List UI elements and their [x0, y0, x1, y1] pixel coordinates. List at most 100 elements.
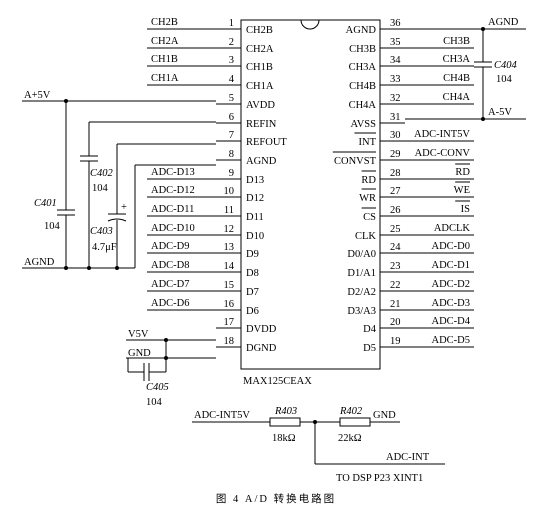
pin-number: 7 [229, 130, 234, 141]
pin-name: CH4A [349, 100, 377, 111]
analog-supply-network: A+5V AGND C401 104 C402 104 + C403 [22, 90, 216, 270]
pin-number: 34 [390, 55, 401, 66]
pin-number: 28 [390, 168, 401, 179]
c404-value: 104 [496, 74, 513, 85]
pin-number: 29 [390, 149, 401, 160]
net-label: ADC-D1 [432, 260, 471, 271]
net-label: CH1B [151, 54, 178, 65]
net-label: ADC-D8 [151, 260, 190, 271]
pin-name: D6 [246, 306, 259, 317]
pin-name: RD [361, 175, 376, 186]
net-label: ADCLK [434, 223, 471, 234]
pin-number: 6 [229, 112, 234, 123]
c404-ref: C404 [494, 60, 518, 71]
r403-value: 18kΩ [272, 433, 296, 444]
divider-ground-label: GND [373, 410, 396, 421]
pin-number: 2 [229, 37, 234, 48]
pin-name: CH1B [246, 62, 273, 73]
gnd-label: GND [128, 348, 151, 359]
r402-value: 22kΩ [338, 433, 362, 444]
c401-value: 104 [44, 221, 61, 232]
pin-number: 8 [229, 149, 234, 160]
pin-name: DGND [246, 343, 277, 354]
pin-name: CH2B [246, 25, 273, 36]
v5v-label: V5V [128, 329, 149, 340]
pin-name: D13 [246, 175, 264, 186]
r402-ref: R402 [339, 406, 363, 417]
interrupt-divider: ADC-INT5V GND R403 18kΩ R402 22kΩ ADC-IN… [192, 406, 445, 484]
pin-number: 15 [224, 280, 235, 291]
pin-name: WR [359, 193, 376, 204]
pin-name: D4 [363, 324, 377, 335]
avss-net-label: A-5V [488, 107, 512, 118]
net-label: ADC-D6 [151, 298, 190, 309]
net-label: ADC-D4 [432, 316, 471, 327]
divider-destination-label: TO DSP P23 XINT1 [336, 473, 423, 484]
pin-number: 33 [390, 74, 401, 85]
net-label: CH2A [151, 36, 179, 47]
pin-name: D3/A3 [347, 306, 376, 317]
net-label: CH4B [443, 73, 470, 84]
net-label: CH3B [443, 36, 470, 47]
pin-number: 1 [229, 18, 234, 29]
c403-value: 4.7μF [92, 242, 117, 253]
pin-number: 27 [390, 186, 401, 197]
pin-name: D12 [246, 193, 264, 204]
pin-number: 14 [224, 261, 235, 272]
net-label: RD [455, 167, 470, 178]
pin-name: CH3B [349, 44, 376, 55]
pin-number: 10 [224, 186, 235, 197]
pin-name: D8 [246, 268, 259, 279]
divider-input-label: ADC-INT5V [194, 410, 250, 421]
pin-name: CH1A [246, 81, 274, 92]
digital-supply-network: V5V GND C405 104 [126, 329, 216, 408]
c403-ref: C403 [90, 226, 113, 237]
right-supply-network: AGND C404 104 A-5V [405, 17, 526, 121]
pin-number: 25 [390, 224, 401, 235]
pin-number: 9 [229, 168, 234, 179]
pin-name: D2/A2 [347, 287, 376, 298]
net-label: ADC-D13 [151, 167, 195, 178]
left-pin-group: 1CH2BCH2B2CH2ACH2A3CH1BCH1B4CH1ACH1A5AVD… [147, 17, 287, 354]
pin-number: 35 [390, 37, 401, 48]
net-label: ADC-CONV [415, 148, 471, 159]
pin-number: 36 [390, 18, 401, 29]
divider-output-label: ADC-INT [386, 452, 430, 463]
net-label: ADC-D12 [151, 185, 195, 196]
pin-name: D7 [246, 287, 259, 298]
c403-polarity: + [121, 202, 127, 213]
pin-number: 16 [224, 299, 235, 310]
pin-name: DVDD [246, 324, 277, 335]
pin-name: CH4B [349, 81, 376, 92]
c405-value: 104 [146, 397, 163, 408]
pin-number: 20 [390, 317, 401, 328]
net-label: CH1A [151, 73, 179, 84]
pin-name: D0/A0 [347, 249, 376, 260]
net-label: WE [454, 185, 470, 196]
pin-number: 23 [390, 261, 401, 272]
pin-name: CH3A [349, 62, 377, 73]
pin-name: D5 [363, 343, 376, 354]
